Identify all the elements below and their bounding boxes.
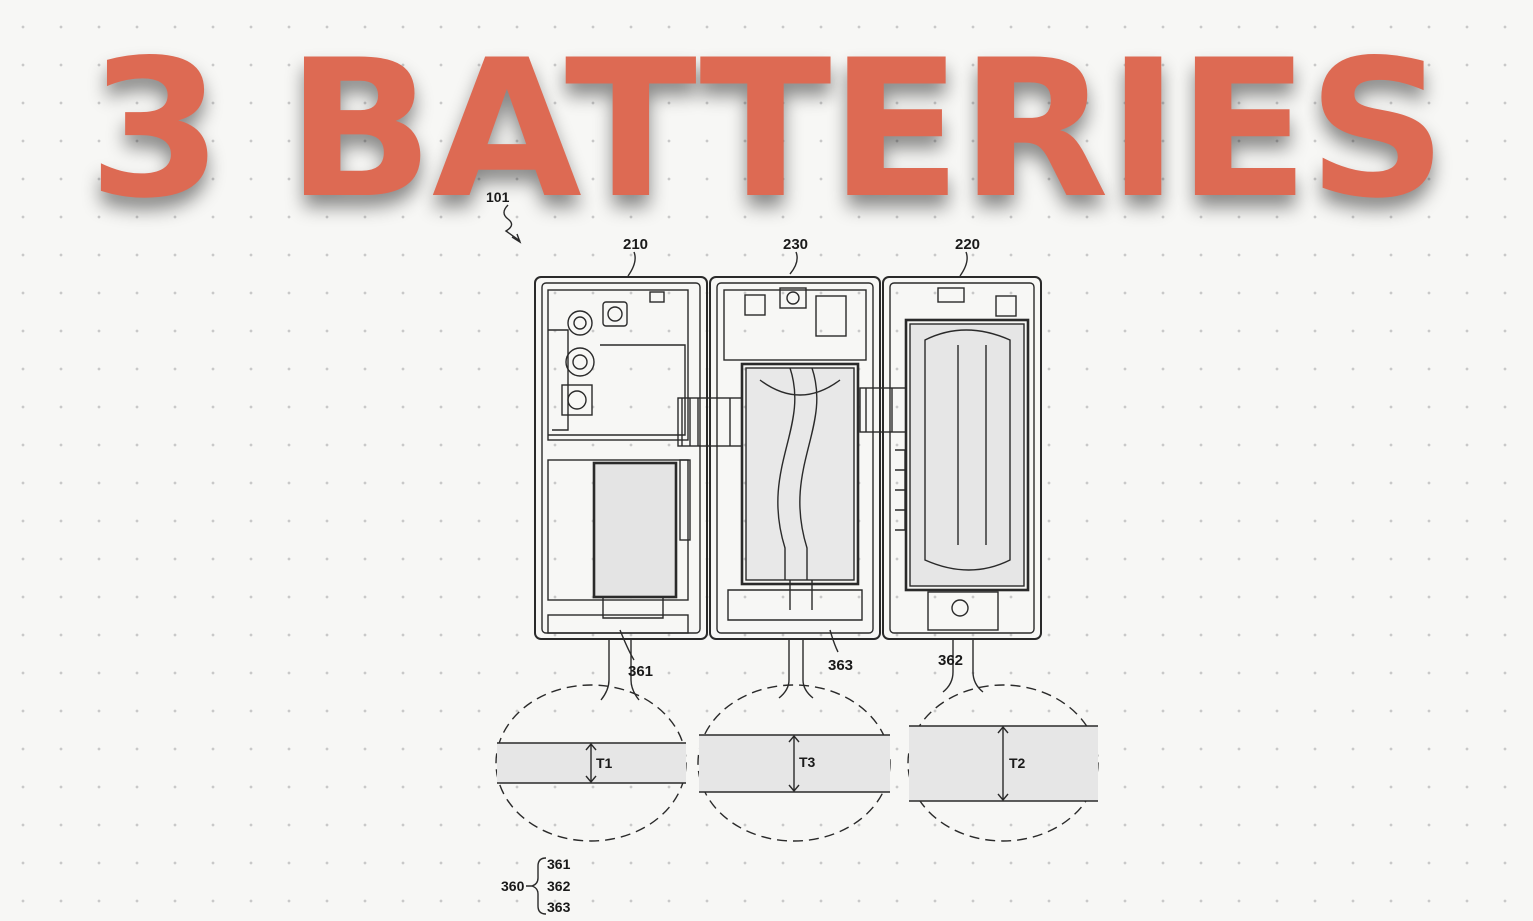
leader-362 xyxy=(942,640,954,693)
detail-t2: T2 xyxy=(907,684,1099,842)
label-210: 210 xyxy=(623,236,648,253)
legend-member-363: 363 xyxy=(547,899,571,915)
legend-group: 360 xyxy=(501,878,525,894)
label-t2: T2 xyxy=(1009,755,1026,771)
battery-363-cell xyxy=(745,367,855,581)
panel-220 xyxy=(882,276,1042,640)
label-t1: T1 xyxy=(596,755,613,771)
battery-361-cell xyxy=(592,461,678,599)
panel-230 xyxy=(709,276,881,640)
leader-210 xyxy=(627,251,636,277)
label-362: 362 xyxy=(938,652,963,669)
headline-title: 3 BATTERIES xyxy=(87,19,1447,240)
detail-t1: T1 xyxy=(495,684,687,842)
leader-363 xyxy=(778,640,790,699)
detail-t3: T3 xyxy=(697,684,891,842)
leader-101 xyxy=(503,204,521,242)
label-361: 361 xyxy=(628,663,653,680)
label-230: 230 xyxy=(783,236,808,253)
legend-member-362: 362 xyxy=(547,878,571,894)
arrow-101 xyxy=(511,233,522,244)
label-101: 101 xyxy=(486,189,510,205)
label-t3: T3 xyxy=(799,754,816,770)
battery-362-cell xyxy=(909,323,1025,587)
legend-360: 360 361 362 363 xyxy=(501,856,571,915)
panel-210 xyxy=(534,276,708,640)
leader-230 xyxy=(789,251,798,275)
label-363: 363 xyxy=(828,657,853,674)
legend-member-361: 361 xyxy=(547,856,571,872)
leader-220 xyxy=(959,251,968,277)
label-220: 220 xyxy=(955,236,980,253)
leader-361 xyxy=(600,640,610,701)
hinge-left xyxy=(677,397,743,447)
